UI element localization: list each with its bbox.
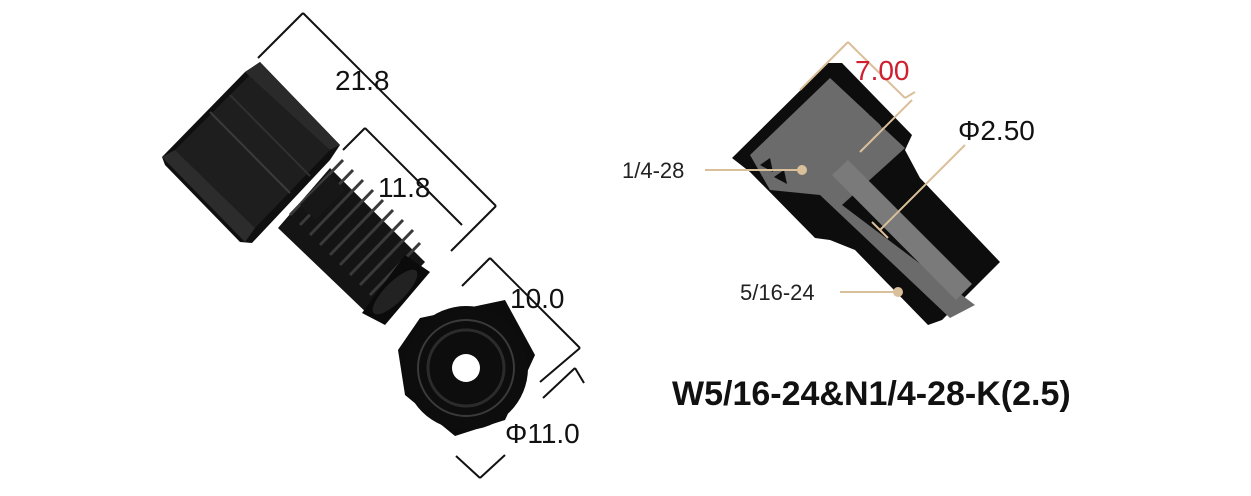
fitting-3d-view: [162, 62, 430, 325]
bore-hole: [452, 354, 480, 382]
dim-outer-diameter: Φ11.0: [505, 418, 580, 449]
leader-dot-outer-thread: [893, 287, 903, 297]
bore-channel: [832, 160, 972, 300]
hex-head: [162, 62, 340, 243]
dim-overall-length: 21.8: [335, 65, 390, 96]
left-dimension-lines: [257, 12, 585, 479]
label-outer-thread: 5/16-24: [740, 280, 815, 305]
dim-thread-depth: 7.00: [855, 55, 910, 86]
label-inner-thread: 1/4-28: [622, 158, 684, 183]
part-number-title: W5/16-24&N1/4-28-K(2.5): [672, 375, 1071, 413]
dim-across-flats: 10.0: [510, 283, 565, 314]
dim-bore-diameter: Φ2.50: [958, 115, 1035, 146]
leader-dot-inner-thread: [797, 165, 807, 175]
section-leader-lines: [705, 41, 966, 293]
section-cut: [750, 78, 975, 318]
dim-thread-length: 11.8: [378, 172, 430, 203]
fitting-end-view: [398, 300, 535, 436]
fitting-section-view: [732, 63, 1000, 325]
